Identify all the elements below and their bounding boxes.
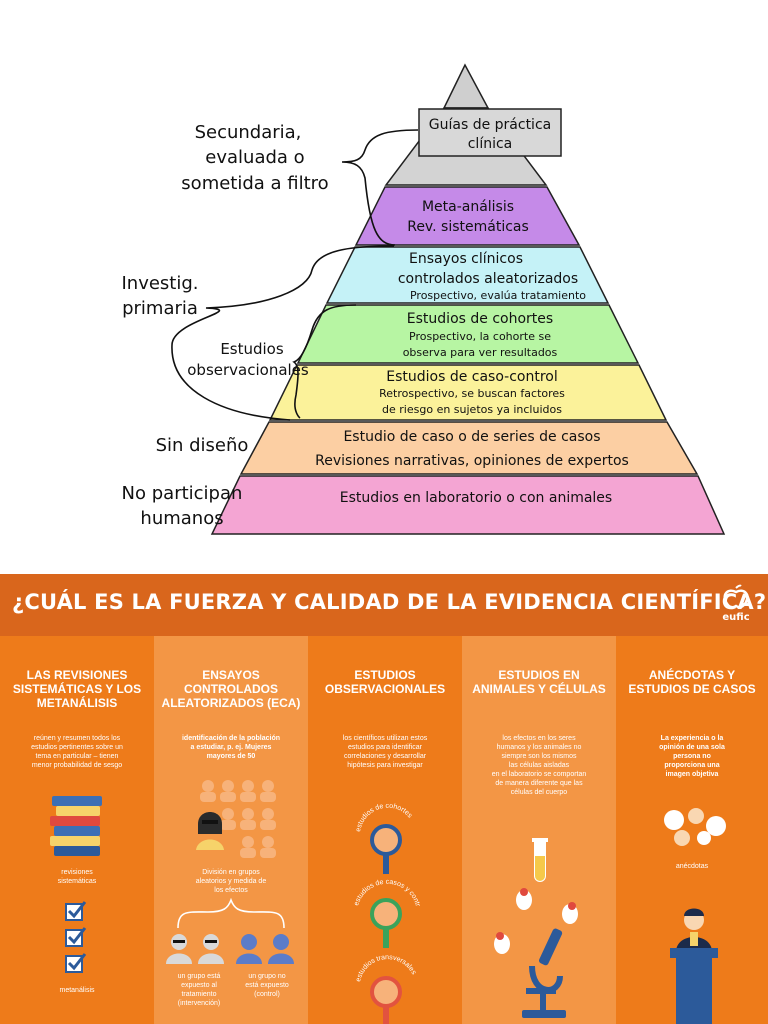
pyramid-level-cohort-line1: Estudios de cohortes bbox=[407, 311, 553, 327]
col1-label-meta: metanálisis bbox=[59, 987, 95, 994]
pyramid-level-case-series bbox=[239, 421, 699, 475]
evidence-pyramid-diagram: Guías de práctica clínica Meta-análisis … bbox=[121, 63, 726, 535]
pyramid-level-rct bbox=[325, 246, 610, 304]
column-observational: ESTUDIOS OBSERVACIONALES los científicos… bbox=[308, 636, 462, 1024]
pyramid-level-case-series-line2: Revisiones narrativas, opiniones de expe… bbox=[315, 453, 629, 469]
column-animals-cells: ESTUDIOS EN ANIMALES Y CÉLULAS los efect… bbox=[462, 636, 616, 1024]
pyramid-level-guides-line1: Guías de práctica bbox=[429, 117, 551, 133]
speech-bubbles-icon bbox=[664, 808, 726, 846]
label-observacionales-line2: observacionales bbox=[187, 361, 309, 379]
mice-icon bbox=[494, 888, 578, 954]
pyramid-level-cohort-sub1: Prospectivo, la cohorte se bbox=[409, 330, 551, 343]
pyramid-level-case-control-sub2: de riesgo en sujetos ya incluidos bbox=[382, 403, 562, 416]
label-secundaria-line3: sometida a filtro bbox=[181, 173, 328, 194]
col5-description: La experiencia o la opinión de una sola … bbox=[659, 735, 725, 778]
column-anecdotes: ANÉCDOTAS Y ESTUDIOS DE CASOS La experie… bbox=[616, 636, 768, 1024]
col2-description: identificación de la población a estudia… bbox=[181, 735, 280, 760]
col2-label-control: un grupo no está expuesto (control) bbox=[245, 973, 289, 998]
speaker-podium-icon bbox=[670, 908, 718, 1024]
eufic-logo-text: eufic bbox=[722, 612, 750, 623]
label-secundaria-line1: Secundaria, bbox=[195, 122, 302, 143]
label-no-humanos-line1: No participan bbox=[122, 483, 243, 504]
control-group-icon bbox=[236, 934, 294, 964]
col4-heading: ESTUDIOS EN ANIMALES Y CÉLULAS bbox=[472, 668, 606, 696]
pyramid-level-case-control bbox=[268, 364, 668, 421]
label-sin-diseno: Sin diseño bbox=[156, 435, 249, 456]
pyramid-level-laboratory-line1: Estudios en laboratorio o con animales bbox=[340, 490, 612, 506]
pyramid-level-laboratory bbox=[210, 475, 726, 535]
pyramid-level-meta-line2: Rev. sistemáticas bbox=[407, 219, 529, 235]
brace-primaria bbox=[171, 245, 395, 421]
col3-description: los científicos utilizan estos estudios … bbox=[342, 735, 428, 769]
books-icon bbox=[50, 796, 102, 856]
evidence-infographic: ¿CUÁL ES LA FUERZA Y CALIDAD DE LA EVIDE… bbox=[0, 574, 768, 1024]
pyramid-level-rct-line2: controlados aleatorizados bbox=[398, 271, 578, 287]
apple-icon bbox=[723, 584, 749, 609]
magnifier-icons: estudios de cohortes estudios de casos y… bbox=[350, 796, 421, 1024]
brace-secundaria bbox=[341, 129, 419, 246]
label-primaria-line1: Investig. bbox=[121, 273, 198, 294]
col2-label-treatment: un grupo está expuesto al tratamiento (i… bbox=[177, 973, 221, 1007]
pyramid-level-meta bbox=[354, 186, 581, 246]
microscope-icon bbox=[522, 928, 566, 1018]
label-primaria-line2: primaria bbox=[122, 298, 198, 319]
split-brace bbox=[177, 898, 285, 929]
col1-heading: LAS REVISIONES SISTEMÁTICAS Y LOS METANÁ… bbox=[12, 668, 142, 710]
brace-observacionales bbox=[292, 304, 357, 419]
pyramid-level-rct-sub: Prospectivo, evalúa tratamiento bbox=[410, 289, 586, 302]
pyramid-level-case-control-line1: Estudios de caso-control bbox=[386, 369, 558, 385]
pyramid-level-meta-line1: Meta-análisis bbox=[422, 199, 514, 215]
infographic-header: ¿CUÁL ES LA FUERZA Y CALIDAD DE LA EVIDE… bbox=[0, 574, 768, 636]
col3-heading: ESTUDIOS OBSERVACIONALES bbox=[324, 668, 446, 696]
label-observacionales-line1: Estudios bbox=[220, 340, 284, 358]
pyramid-level-guides-box bbox=[418, 108, 562, 157]
col1-description: reúnen y resumen todos los estudios pert… bbox=[31, 735, 123, 769]
column-rct: ENSAYOS CONTROLADOS ALEATORIZADOS (ECA) … bbox=[154, 636, 308, 1024]
col2-label-division: División en grupos aleatorios y medida d… bbox=[195, 869, 267, 894]
col5-heading: ANÉCDOTAS Y ESTUDIOS DE CASOS bbox=[628, 668, 756, 696]
pyramid-level-rct-line1: Ensayos clínicos bbox=[409, 251, 523, 267]
col2-heading: ENSAYOS CONTROLADOS ALEATORIZADOS (ECA) bbox=[161, 668, 301, 710]
col5-label-anecdotes: anécdotas bbox=[675, 863, 709, 870]
label-no-humanos-line2: humanos bbox=[140, 508, 223, 529]
pyramid-level-case-series-line1: Estudio de caso o de series de casos bbox=[343, 429, 600, 445]
eufic-logo: eufic bbox=[714, 584, 758, 628]
col4-description: los efectos en los seres humanos y los a… bbox=[491, 735, 587, 796]
pyramid-level-cohort-sub2: observa para ver resultados bbox=[403, 346, 558, 359]
test-tube-icon bbox=[532, 838, 548, 882]
population-icon bbox=[196, 780, 276, 858]
checkbox-icons bbox=[65, 901, 87, 973]
pyramid-level-case-control-sub1: Retrospectivo, se buscan factores bbox=[379, 387, 565, 400]
pyramid-apex bbox=[442, 63, 490, 109]
label-secundaria-line2: evaluada o bbox=[205, 147, 304, 168]
treatment-group-icon bbox=[166, 934, 224, 964]
col1-label-reviews: revisiones sistemáticas bbox=[57, 869, 97, 885]
pyramid-level-guides-line2: clínica bbox=[468, 136, 513, 152]
column-systematic-reviews: LAS REVISIONES SISTEMÁTICAS Y LOS METANÁ… bbox=[0, 636, 154, 1024]
infographic-title: ¿CUÁL ES LA FUERZA Y CALIDAD DE LA EVIDE… bbox=[12, 590, 767, 614]
